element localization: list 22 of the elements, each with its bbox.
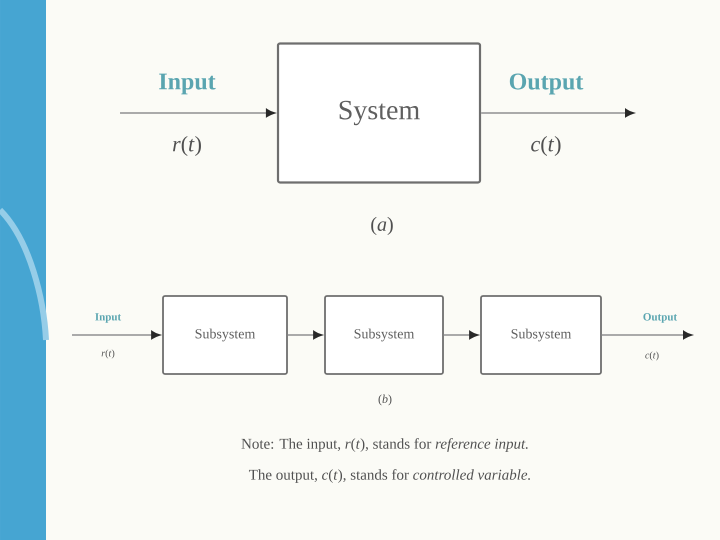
block-box: Subsystem — [162, 295, 288, 375]
block-box: Subsystem — [480, 295, 602, 375]
signal-label: Output — [510, 74, 584, 94]
arrow — [444, 330, 478, 340]
signal-name: c(t) — [531, 136, 561, 156]
signal-label: Input — [95, 313, 122, 323]
signal-label: Input — [159, 74, 216, 94]
figure-label: (a) — [371, 216, 393, 236]
arrow — [288, 330, 322, 340]
arrow — [481, 108, 634, 118]
arrow — [120, 108, 274, 118]
signal-name: c(t) — [645, 351, 659, 361]
arrow — [602, 330, 692, 340]
signal-name: r(t) — [102, 349, 114, 359]
arrow — [72, 330, 160, 340]
note-text: Note: The input, r(t), stands for reference input. — [242, 438, 528, 452]
block-box: Subsystem — [324, 295, 444, 375]
signal-name: r(t) — [172, 136, 201, 156]
signal-label: Output — [643, 313, 678, 323]
block-box: System — [276, 42, 482, 184]
note-text: The output, c(t), stands for controlled variable. — [248, 469, 530, 483]
figure-label: (b) — [378, 394, 392, 406]
